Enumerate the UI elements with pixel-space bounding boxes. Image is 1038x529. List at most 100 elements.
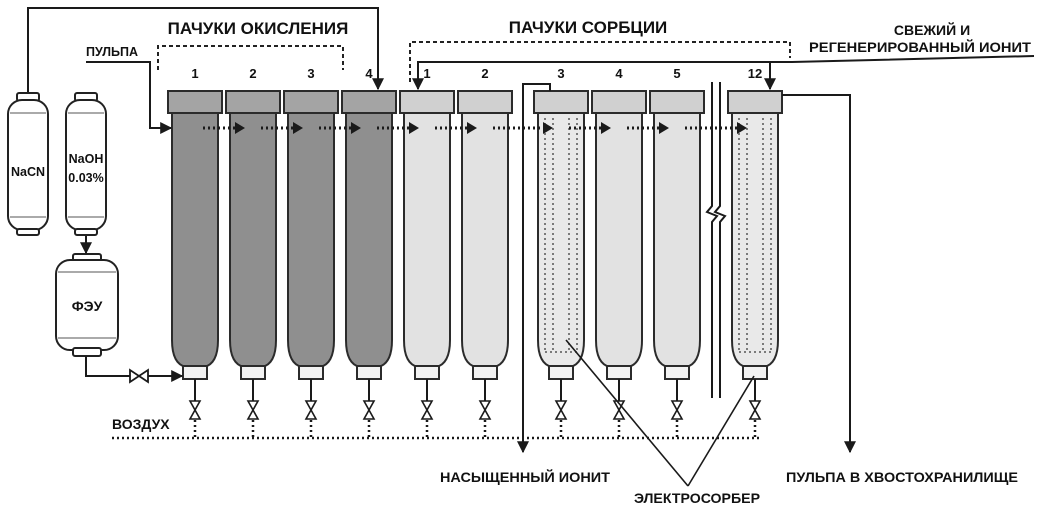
valve-half bbox=[748, 400, 762, 412]
tank-body bbox=[345, 111, 393, 368]
electrosorber-label: ЭЛЕКТРОСОРБЕР bbox=[634, 490, 760, 506]
tank-cap bbox=[225, 90, 281, 114]
flow-arrowhead bbox=[543, 122, 553, 134]
pulp-flow-arrow bbox=[319, 122, 361, 134]
valve-half bbox=[304, 400, 318, 412]
electrosorber-leader-line bbox=[687, 375, 755, 487]
nacn-feed-line bbox=[27, 7, 384, 93]
pulp-flow-arrow bbox=[435, 122, 477, 134]
pulp-inlet-line bbox=[86, 61, 173, 134]
naoh-cylinder: NaOH 0.03% bbox=[65, 92, 107, 236]
tank-cap bbox=[533, 90, 589, 114]
tank-body bbox=[229, 111, 277, 368]
valve-half bbox=[362, 408, 376, 420]
tank-outlet bbox=[472, 365, 498, 380]
sorption-group-title: ПАЧУКИ СОРБЦИИ bbox=[509, 18, 668, 37]
sorption-pachuca-3: 3 bbox=[533, 66, 589, 438]
pulp-flow-arrow bbox=[493, 122, 553, 134]
oxidation-pachuca-4: 4 bbox=[341, 66, 397, 438]
flow-arrowhead bbox=[293, 122, 303, 134]
valve-half bbox=[188, 408, 202, 420]
tank-outlet bbox=[742, 365, 768, 380]
tank-cap bbox=[649, 90, 705, 114]
tank-number-label: 4 bbox=[365, 66, 373, 81]
tank-cap bbox=[341, 90, 397, 114]
electrosorber-electrodes bbox=[544, 118, 578, 353]
cylinder-band bbox=[10, 112, 46, 218]
nacn-cylinder: NaCN bbox=[7, 92, 49, 236]
tank-body bbox=[595, 111, 643, 368]
feu-label: ФЭУ bbox=[72, 298, 103, 314]
sorption-group-bracket bbox=[409, 41, 791, 82]
valve-half bbox=[748, 408, 762, 420]
flow-arrowhead bbox=[467, 122, 477, 134]
tank-number-label: 5 bbox=[673, 66, 680, 81]
tank-outlet bbox=[182, 365, 208, 380]
sorption-pachuca-4: 4 bbox=[591, 66, 647, 438]
oxidation-pachuca-3: 3 bbox=[283, 66, 339, 438]
tank-outlet bbox=[414, 365, 440, 380]
tank-cap bbox=[457, 90, 513, 114]
tank-number-label: 4 bbox=[615, 66, 623, 81]
tank-number-label: 12 bbox=[748, 66, 762, 81]
air-valve-icon bbox=[554, 379, 568, 438]
pulp-flow-arrow bbox=[377, 122, 419, 134]
tank-outlet bbox=[298, 365, 324, 380]
sorption-pachuca-2: 2 bbox=[457, 66, 513, 438]
pulp-flow-arrow bbox=[203, 122, 245, 134]
air-valve-icon bbox=[670, 379, 684, 438]
electrosorber-electrodes bbox=[738, 118, 772, 353]
tank-number-label: 1 bbox=[191, 66, 198, 81]
tank-number-label: 2 bbox=[249, 66, 256, 81]
flow-arrowhead bbox=[351, 122, 361, 134]
feu-valve-icon bbox=[129, 368, 149, 384]
tank-body bbox=[653, 111, 701, 368]
air-valve-icon bbox=[188, 379, 202, 438]
valve-half bbox=[420, 408, 434, 420]
air-valve-icon bbox=[362, 379, 376, 438]
flow-arrowhead bbox=[409, 122, 419, 134]
pulp-to-tailings-line bbox=[782, 94, 856, 454]
tank-number-label: 1 bbox=[423, 66, 430, 81]
sorption-pachuca-1: 1 bbox=[399, 66, 455, 438]
tank-outlet bbox=[240, 365, 266, 380]
electrosorber-leader-line bbox=[565, 339, 689, 487]
tank-cap bbox=[399, 90, 455, 114]
pulp-flow-arrow bbox=[261, 122, 303, 134]
valve-half bbox=[670, 400, 684, 412]
nacn-label: NaCN bbox=[11, 165, 45, 179]
fresh-ionite-label-line2: РЕГЕНЕРИРОВАННЫЙ ИОНИТ bbox=[809, 38, 1031, 55]
valve-half bbox=[478, 400, 492, 412]
valve-half bbox=[670, 408, 684, 420]
air-inlet-label: ВОЗДУХ bbox=[112, 416, 170, 432]
valve-half bbox=[188, 400, 202, 412]
cylinder-bottom-neck bbox=[74, 228, 98, 236]
oxidation-pachuca-1: 1 bbox=[167, 66, 223, 438]
flow-arrowhead bbox=[659, 122, 669, 134]
valve-half bbox=[554, 408, 568, 420]
tank-body bbox=[461, 111, 509, 368]
tank-body bbox=[403, 111, 451, 368]
pulp-flow-arrow bbox=[569, 122, 611, 134]
valve-half bbox=[304, 408, 318, 420]
saturated-ionite-line bbox=[517, 83, 551, 454]
valve-half bbox=[478, 408, 492, 420]
naoh-concentration-label: 0.03% bbox=[68, 171, 103, 185]
tank-number-label: 3 bbox=[307, 66, 314, 81]
flow-arrowhead bbox=[235, 122, 245, 134]
air-valve-icon bbox=[478, 379, 492, 438]
flow-arrowhead bbox=[737, 122, 747, 134]
pulp-flow-arrow bbox=[627, 122, 669, 134]
feu-outlet-line bbox=[85, 356, 130, 377]
tank-cap bbox=[167, 90, 223, 114]
valve-half bbox=[420, 400, 434, 412]
tank-body bbox=[171, 111, 219, 368]
pulp-to-tailings-label: ПУЛЬПА В ХВОСТОХРАНИЛИЩЕ bbox=[786, 469, 1018, 485]
valve-half bbox=[246, 400, 260, 412]
air-valve-icon bbox=[748, 379, 762, 438]
oxidation-pachuca-2: 2 bbox=[225, 66, 281, 438]
tank-outlet bbox=[606, 365, 632, 380]
feu-vessel: ФЭУ bbox=[55, 253, 119, 357]
